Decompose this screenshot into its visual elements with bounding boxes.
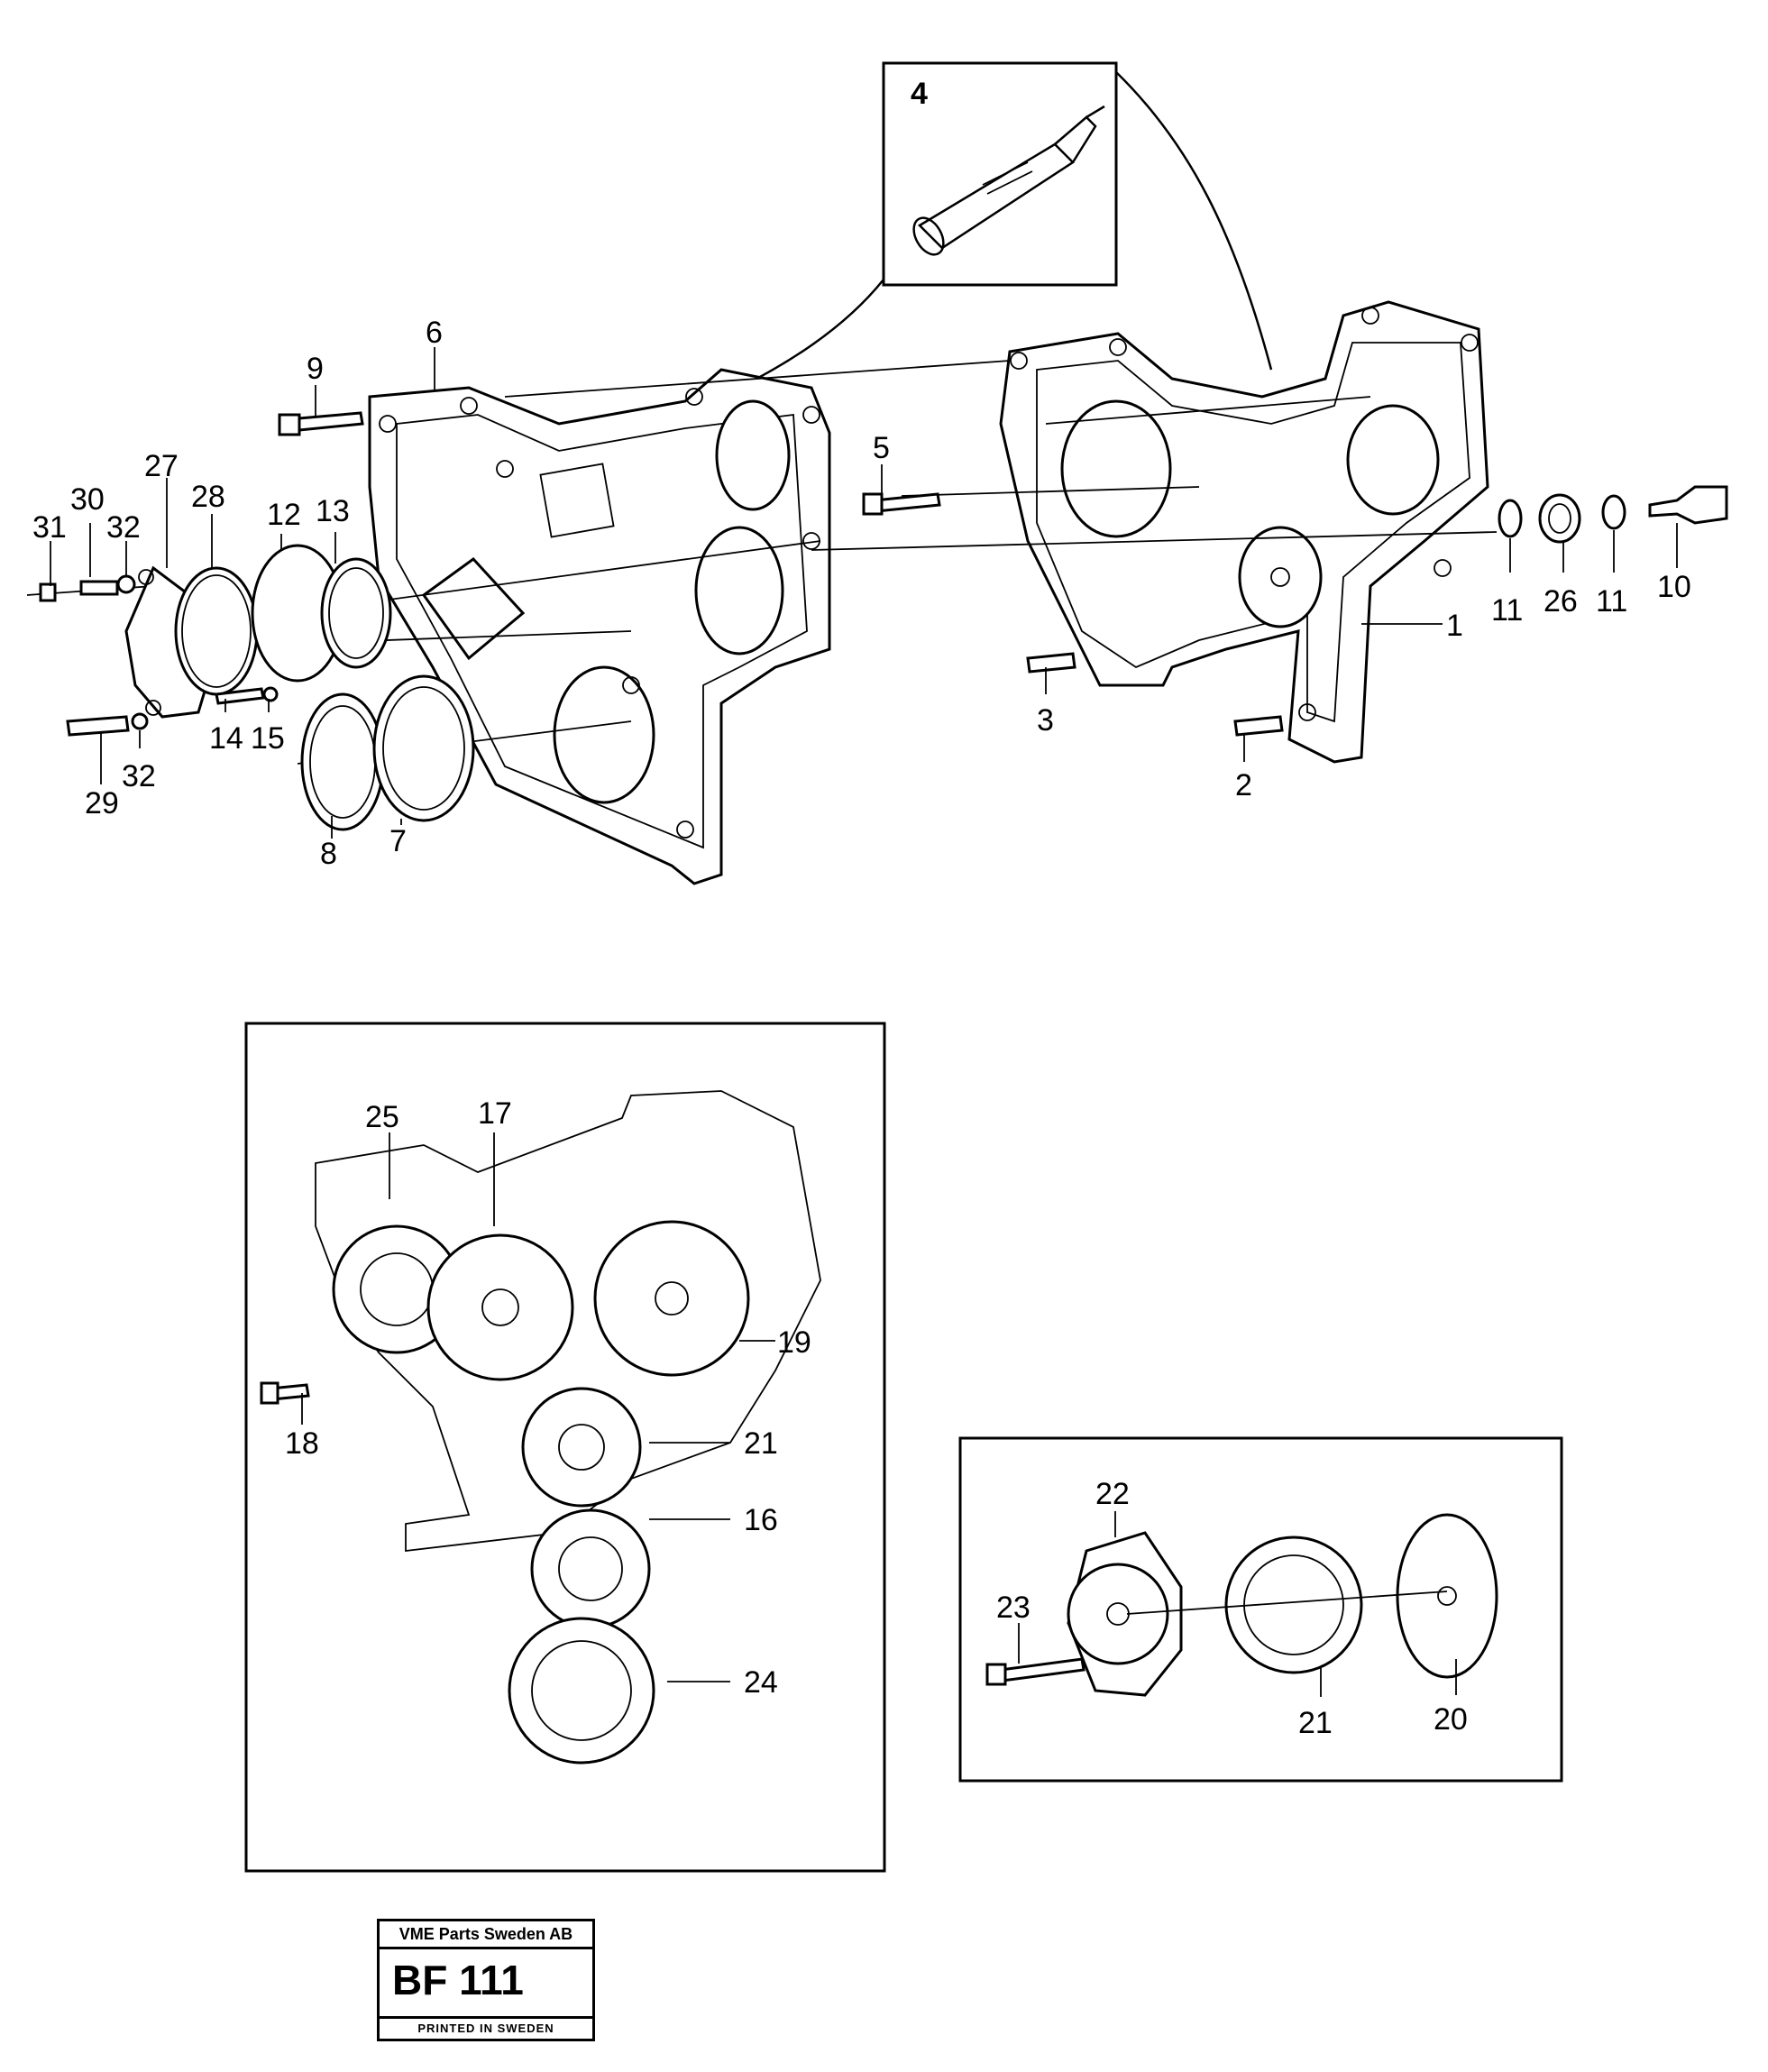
callout-15: 15 — [251, 721, 285, 756]
callout-25: 25 — [365, 1100, 399, 1134]
callout-32a: 32 — [106, 510, 141, 545]
callout-29: 29 — [85, 786, 119, 821]
callout-10: 10 — [1657, 570, 1691, 604]
callout-2: 2 — [1235, 768, 1252, 802]
callout-20: 20 — [1434, 1702, 1468, 1737]
front-cover-outer — [368, 368, 831, 885]
callout-11b: 11 — [1596, 584, 1627, 619]
callout-6: 6 — [426, 316, 443, 350]
callout-19: 19 — [777, 1325, 811, 1360]
callout-21-hub: 21 — [1298, 1706, 1333, 1740]
callout-14: 14 — [209, 721, 243, 756]
gear-train-inset — [244, 1022, 886, 1873]
sealant-tube-inset — [731, 61, 1273, 392]
stamp-company: VME Parts Sweden AB — [380, 1921, 592, 1949]
callout-4: 4 — [911, 77, 928, 111]
callout-5: 5 — [873, 431, 890, 465]
callout-23: 23 — [996, 1591, 1031, 1625]
timing-gear-casing — [999, 300, 1489, 764]
main-leader-lines — [50, 347, 1678, 839]
callout-24: 24 — [744, 1665, 778, 1700]
callout-18: 18 — [285, 1426, 319, 1461]
callout-3: 3 — [1037, 703, 1054, 738]
callout-30: 30 — [70, 482, 105, 517]
catalogue-stamp: VME Parts Sweden AB BF 111 PRINTED IN SW… — [377, 1919, 595, 2041]
callout-9: 9 — [307, 352, 324, 386]
callout-17: 17 — [478, 1096, 512, 1131]
callout-28: 28 — [191, 480, 225, 514]
callout-31: 31 — [32, 510, 67, 545]
stamp-code: BF 111 — [392, 1957, 524, 2003]
right-small-parts — [1026, 485, 1728, 737]
callout-21-gear: 21 — [744, 1426, 778, 1461]
left-small-parts — [26, 411, 941, 831]
callout-12: 12 — [267, 498, 301, 532]
stamp-printed: PRINTED IN SWEDEN — [380, 2016, 592, 2039]
callout-32b: 32 — [122, 759, 156, 793]
callout-22: 22 — [1095, 1477, 1130, 1511]
callout-7: 7 — [389, 824, 407, 858]
callout-labels: 1 2 3 4 5 6 7 8 9 10 11 11 12 13 14 15 2… — [32, 77, 1691, 1740]
callout-16: 16 — [744, 1503, 778, 1537]
hub-assembly-inset — [958, 1436, 1563, 1783]
callout-26: 26 — [1544, 584, 1578, 619]
callout-11a: 11 — [1491, 593, 1523, 628]
callout-27: 27 — [144, 449, 179, 483]
callout-1: 1 — [1446, 609, 1463, 643]
callout-13: 13 — [316, 494, 350, 528]
callout-8: 8 — [320, 837, 337, 871]
